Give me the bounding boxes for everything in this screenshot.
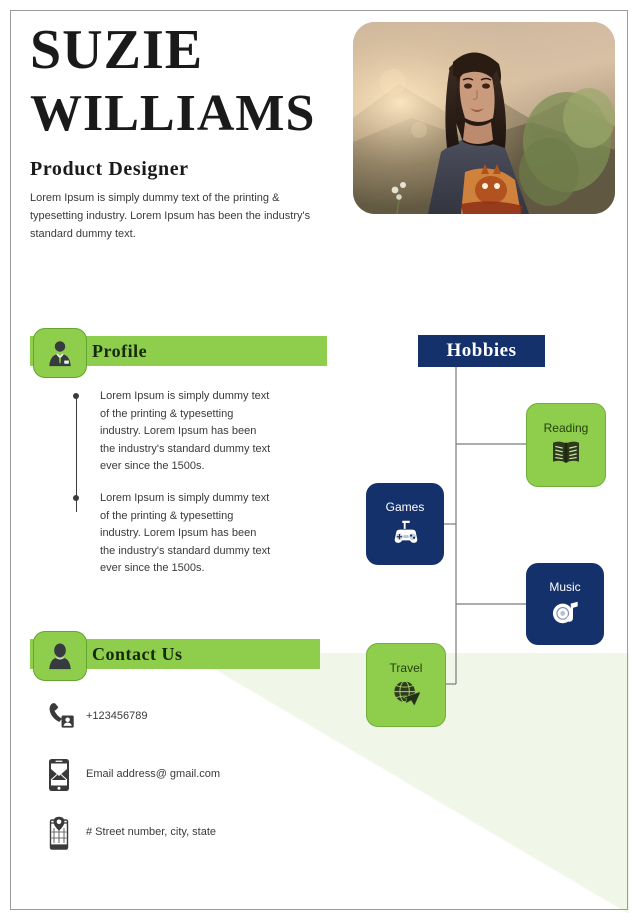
person-avatar-icon-glyph [49, 643, 71, 670]
hobby-label-reading: Reading [543, 421, 589, 435]
person-avatar-icon [33, 631, 87, 681]
profile-title: Profile [92, 341, 148, 361]
portrait-photo-image [353, 22, 615, 214]
contact-phone-value: +123456789 [86, 710, 148, 722]
first-name: SUZIE [30, 19, 204, 81]
hobby-card-music[interactable]: Music [526, 563, 604, 645]
list-item: Lorem Ipsum is simply dummy text of the … [70, 388, 320, 476]
hobby-label-games: Games [385, 500, 425, 514]
header-section: SUZIE WILLIAMS Product Designer Lorem Ip… [0, 0, 640, 260]
hobby-card-games[interactable]: Games [366, 483, 444, 565]
hobby-card-reading[interactable]: Reading [526, 403, 606, 487]
map-location-icon [46, 816, 86, 852]
phone-icon-glyph [49, 703, 74, 728]
contact-details-list: +123456789 Email address@ gmail.com [46, 700, 326, 874]
email-mobile-icon [46, 758, 86, 792]
contact-row-address: # Street number, city, state [46, 816, 326, 852]
businessperson-icon-glyph [49, 341, 71, 367]
hobby-label-travel: Travel [389, 661, 423, 675]
contact-title: Contact Us [92, 644, 183, 664]
last-name: WILLIAMS [30, 85, 316, 142]
gamepad-icon-glyph [393, 520, 419, 544]
contact-section-header: Contact Us [0, 631, 640, 681]
profile-bullet-text: Lorem Ipsum is simply dummy text of the … [100, 491, 271, 575]
globe-plane-icon-glyph [394, 680, 421, 706]
map-location-icon-glyph [49, 816, 69, 850]
profile-section-header: Profile [0, 328, 640, 378]
bullet-dot-icon [73, 393, 79, 399]
bullet-dot-icon [73, 494, 79, 501]
profile-bullet-list: Lorem Ipsum is simply dummy text of the … [70, 388, 320, 592]
header-summary-text: Lorem Ipsum is simply dummy text of the … [30, 192, 311, 241]
job-title: Product Designer [30, 158, 189, 180]
open-book-icon-glyph [553, 441, 579, 463]
contact-address-value: # Street number, city, state [86, 826, 217, 838]
hobby-card-travel[interactable]: Travel [366, 643, 446, 727]
phone-icon [46, 700, 86, 730]
hobbies-title: Hobbies [418, 335, 545, 367]
businessperson-icon [33, 328, 87, 378]
gamepad-icon [390, 518, 420, 548]
contact-row-phone: +123456789 [46, 700, 326, 736]
list-item: Lorem Ipsum is simply dummy text of the … [70, 490, 320, 578]
vinyl-note-icon [550, 598, 580, 628]
globe-plane-icon [391, 679, 421, 709]
hobbies-section: Hobbies Reading Games [350, 330, 630, 750]
name-block: SUZIE WILLIAMS Product Designer Lorem Ip… [30, 22, 350, 243]
profile-bullet-connector-line [75, 397, 77, 512]
hobby-label-music: Music [549, 580, 581, 594]
vinyl-note-icon-glyph [552, 601, 578, 624]
portrait-photo [353, 22, 615, 214]
email-mobile-icon-glyph [49, 759, 69, 791]
contact-row-email: Email address@ gmail.com [46, 758, 326, 794]
profile-bullet-text: Lorem Ipsum is simply dummy text of the … [100, 390, 271, 473]
contact-email-value: Email address@ gmail.com [86, 768, 221, 780]
open-book-icon [551, 439, 581, 469]
